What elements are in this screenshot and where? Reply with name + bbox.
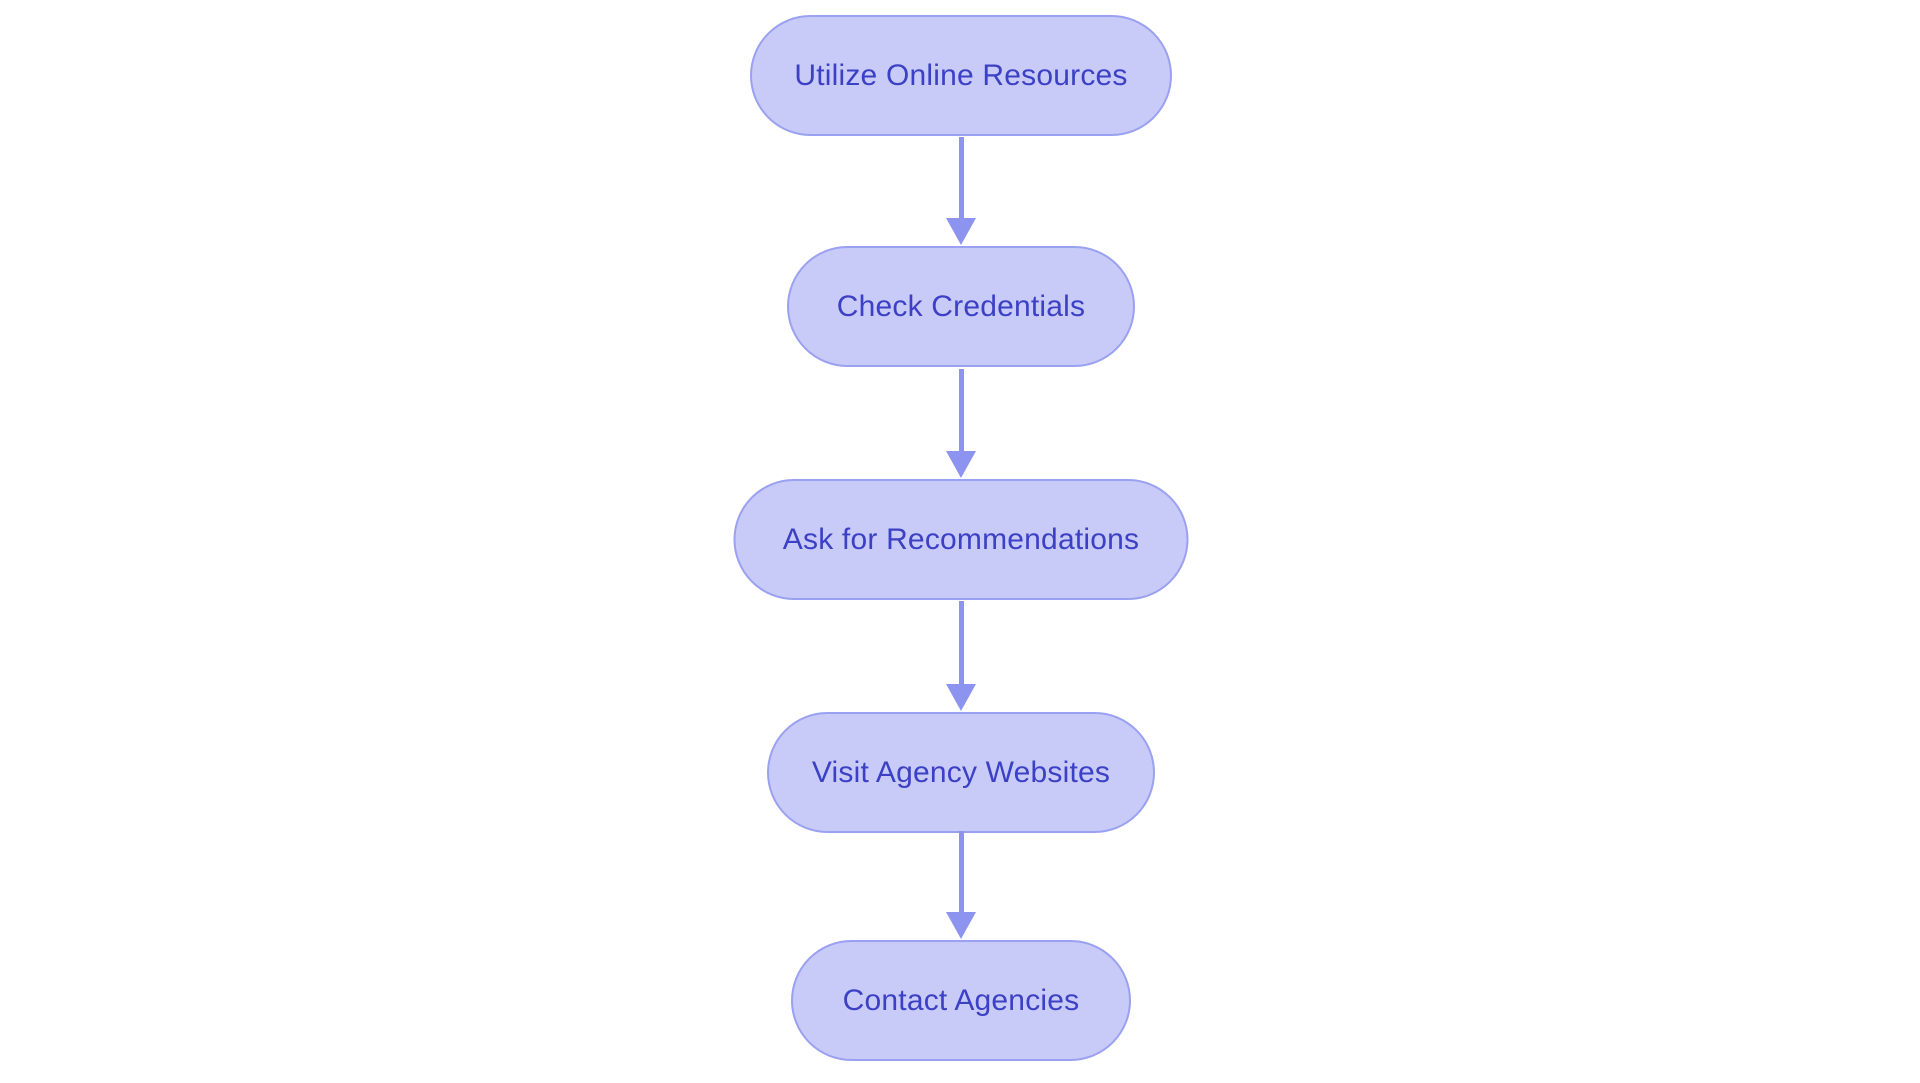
arrow-down-icon: [946, 684, 976, 711]
arrow-shaft: [958, 137, 964, 218]
flow-node-label: Visit Agency Websites: [811, 755, 1111, 789]
flow-arrow-1: [946, 137, 976, 245]
flow-node-utilize-online-resources: Utilize Online Resources: [750, 15, 1172, 136]
arrow-down-icon: [946, 218, 976, 245]
arrow-down-icon: [946, 451, 976, 478]
arrow-shaft: [958, 601, 964, 684]
flow-node-ask-for-recommendations: Ask for Recommendations: [733, 479, 1189, 600]
flow-node-check-credentials: Check Credentials: [787, 246, 1135, 367]
flow-arrow-4: [946, 831, 976, 939]
flow-node-contact-agencies: Contact Agencies: [791, 940, 1131, 1061]
flow-arrow-3: [946, 601, 976, 711]
flow-node-label: Check Credentials: [836, 289, 1086, 323]
flow-node-label: Utilize Online Resources: [794, 58, 1128, 92]
flow-arrow-2: [946, 369, 976, 478]
flow-node-visit-agency-websites: Visit Agency Websites: [767, 712, 1155, 833]
flow-node-label: Ask for Recommendations: [782, 522, 1140, 556]
arrow-down-icon: [946, 912, 976, 939]
arrow-shaft: [958, 369, 964, 451]
flow-node-label: Contact Agencies: [842, 983, 1080, 1017]
arrow-shaft: [958, 831, 964, 912]
